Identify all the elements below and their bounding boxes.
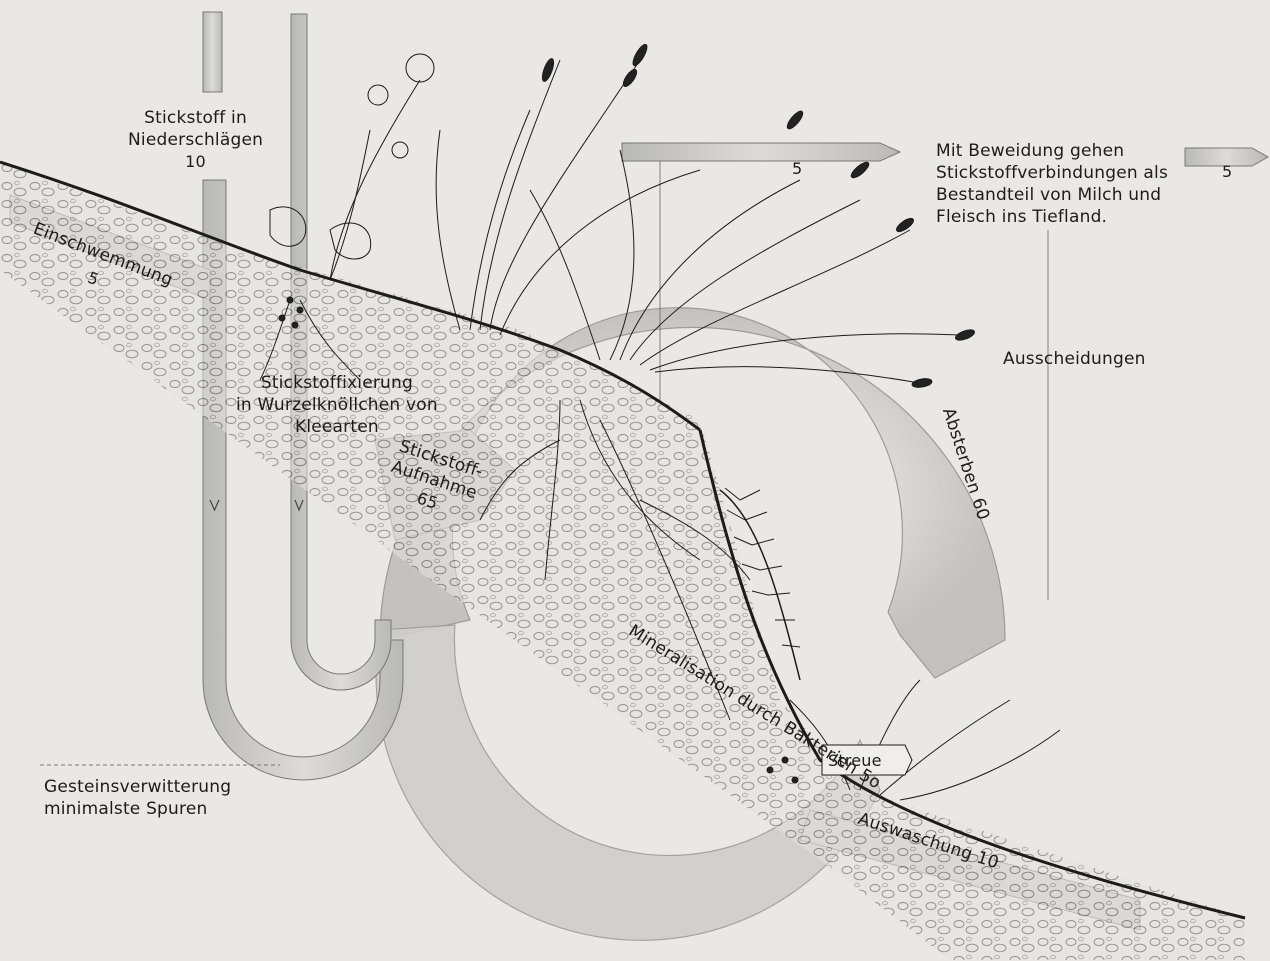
fixation-line-1: Stickstoffixierung: [236, 372, 438, 394]
grazing-line-4: Fleisch ins Tiefland.: [936, 206, 1168, 228]
precipitation-value: 10: [128, 151, 263, 173]
grazing-arrow-value: 5: [792, 158, 802, 180]
grazing-out-value: 5: [1222, 161, 1232, 183]
excretion-label: Ausscheidungen: [1003, 348, 1146, 370]
weathering-line-2: minimalste Spuren: [44, 798, 231, 820]
weathering-line-1: Gesteinsverwitterung: [44, 776, 231, 798]
grazing-line-3: Bestandteil von Milch und: [936, 184, 1168, 206]
precipitation-label: Stickstoff in Niederschlägen 10: [128, 107, 263, 173]
grazing-line-1: Mit Beweidung gehen: [936, 140, 1168, 162]
grazing-line-2: Stickstoffverbindungen als: [936, 162, 1168, 184]
precipitation-line-2: Niederschlägen: [128, 129, 263, 151]
fixation-line-3: Kleearten: [236, 416, 438, 438]
fixation-label: Stickstoffixierung in Wurzelknöllchen vo…: [236, 372, 438, 438]
litter-label: Streue: [828, 750, 882, 772]
fixation-line-2: in Wurzelknöllchen von: [236, 394, 438, 416]
soil-slope: [0, 162, 1245, 960]
precipitation-line-1: Stickstoff in: [128, 107, 263, 129]
grazing-label: Mit Beweidung gehen Stickstoffverbindung…: [936, 140, 1168, 228]
weathering-label: Gesteinsverwitterung minimalste Spuren: [44, 776, 231, 820]
